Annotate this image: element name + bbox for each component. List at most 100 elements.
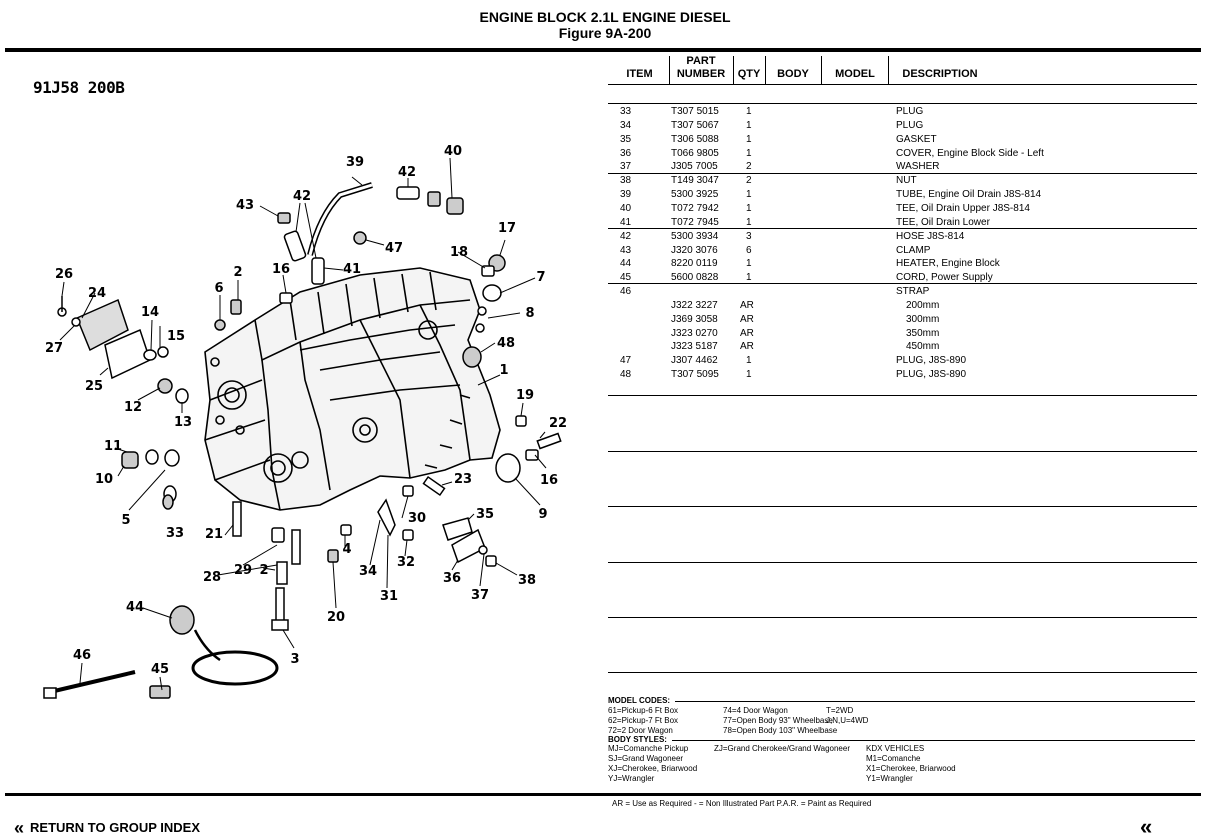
callout-number: 35 <box>476 507 494 522</box>
description-cell: HOSE J8S-814 <box>896 230 965 242</box>
callout-number: 27 <box>45 341 63 356</box>
description-cell: GASKET <box>896 133 937 145</box>
callout-number: 15 <box>167 329 185 344</box>
callout-number: 14 <box>141 305 159 320</box>
model-codes-col1: 61=Pickup-6 Ft Box 62=Pickup-7 Ft Box 72… <box>608 706 679 735</box>
part-number-cell: J323 0270 <box>671 327 718 339</box>
col-separator <box>765 56 766 84</box>
engine-block-illustration <box>204 267 501 511</box>
qty-cell: 1 <box>746 355 752 367</box>
callout-number: 25 <box>85 379 103 394</box>
body-styles-col1: MJ=Comanche Pickup SJ=Grand Wagoneer XJ=… <box>608 744 698 783</box>
leader-lines <box>59 157 547 691</box>
part-number-cell: 5300 3934 <box>671 230 719 242</box>
part-number-cell: T307 5015 <box>671 106 719 117</box>
header-model: MODEL <box>835 68 875 80</box>
callout-number: 3 <box>290 652 299 667</box>
description-cell: PLUG <box>896 119 924 131</box>
callout-number: 19 <box>516 388 534 403</box>
description-cell: STRAP <box>896 286 930 298</box>
callout-number: 34 <box>359 564 377 579</box>
row-group-rule <box>608 228 1197 229</box>
item-cell: 34 <box>620 119 632 131</box>
callout-number: 40 <box>444 144 462 159</box>
callout-number: 2 <box>233 265 242 280</box>
qty-cell: 1 <box>746 147 752 159</box>
description-cell: HEATER, Engine Block <box>896 258 1000 270</box>
part-number-cell: 5600 0828 <box>671 272 719 284</box>
callout-numbers: 1223456789101112131415161617181920212223… <box>45 144 567 677</box>
description-cell: COVER, Engine Block Side - Left <box>896 147 1044 159</box>
qty-cell: 1 <box>746 202 752 214</box>
model-codes-heading: MODEL CODES: <box>608 696 671 705</box>
table-rule <box>608 672 1197 673</box>
qty-cell: 1 <box>746 119 752 131</box>
description-cell: 200mm <box>906 299 940 311</box>
page-title: ENGINE BLOCK 2.1L ENGINE DIESEL <box>479 9 731 25</box>
table-rule <box>608 506 1197 507</box>
callout-number: 41 <box>343 262 361 277</box>
qty-cell: 2 <box>746 175 752 187</box>
part-number-cell: 8220 0119 <box>671 258 718 270</box>
part-number-cell: 5300 3925 <box>671 189 719 201</box>
item-cell: 37 <box>620 161 632 173</box>
part-number-cell: J323 5187 <box>671 341 718 353</box>
description-cell: 300mm <box>906 313 940 325</box>
qty-cell: 1 <box>746 189 752 201</box>
qty-cell: AR <box>740 313 754 325</box>
callout-number: 5 <box>121 513 130 528</box>
row-group-rule <box>608 103 1197 104</box>
callout-number: 2 <box>259 563 268 578</box>
qty-cell: 2 <box>746 161 752 173</box>
col-separator <box>669 56 670 84</box>
double-chevron-left-icon[interactable]: « <box>1140 814 1153 839</box>
header-body: BODY <box>777 68 809 80</box>
callout-number: 48 <box>497 336 515 351</box>
item-cell: 38 <box>620 175 632 187</box>
qty-cell: AR <box>740 327 754 339</box>
callout-number: 28 <box>203 570 221 585</box>
description-cell: TUBE, Engine Oil Drain J8S-814 <box>896 189 1042 201</box>
callout-number: 13 <box>174 415 192 430</box>
description-cell: TEE, Oil Drain Upper J8S-814 <box>896 202 1030 214</box>
callout-number: 22 <box>549 416 567 431</box>
header-rule <box>608 84 1197 85</box>
top-rule <box>5 48 1201 52</box>
part-number-cell: T307 5067 <box>671 119 719 131</box>
callout-number: 36 <box>443 571 461 586</box>
callout-number: 43 <box>236 198 254 213</box>
codes-rule <box>672 740 1195 741</box>
callout-number: 4 <box>342 542 351 557</box>
qty-cell: 1 <box>746 272 752 284</box>
qty-cell: 6 <box>746 244 752 256</box>
callout-number: 11 <box>104 439 122 454</box>
callout-number: 39 <box>346 155 364 170</box>
part-number-cell: J322 3227 <box>671 299 718 311</box>
header-description: DESCRIPTION <box>902 68 978 80</box>
callout-number: 37 <box>471 588 489 603</box>
callout-number: 24 <box>88 286 106 301</box>
codes-rule <box>675 701 1195 702</box>
callout-number: 8 <box>525 306 534 321</box>
callout-number: 16 <box>540 473 558 488</box>
qty-cell: AR <box>740 341 754 353</box>
item-cell: 36 <box>620 147 632 159</box>
qty-cell: 1 <box>746 106 752 117</box>
description-cell: 350mm <box>906 327 940 339</box>
description-cell: 450mm <box>906 341 940 353</box>
item-cell: 33 <box>620 106 632 117</box>
callout-number: 38 <box>518 573 536 588</box>
item-cell: 39 <box>620 189 632 201</box>
description-cell: NUT <box>896 175 917 187</box>
callout-number: 20 <box>327 610 345 625</box>
row-group-rule <box>608 173 1197 174</box>
description-cell: CLAMP <box>896 244 931 256</box>
callout-number: 42 <box>398 165 416 180</box>
item-cell: 41 <box>620 216 632 228</box>
figure-number: Figure 9A-200 <box>558 25 652 41</box>
return-to-group-index-link[interactable]: «RETURN TO GROUP INDEX <box>14 818 200 839</box>
return-link-label: RETURN TO GROUP INDEX <box>30 820 200 835</box>
qty-cell: AR <box>740 299 754 311</box>
description-cell: PLUG <box>896 106 924 117</box>
callout-number: 9 <box>538 507 547 522</box>
